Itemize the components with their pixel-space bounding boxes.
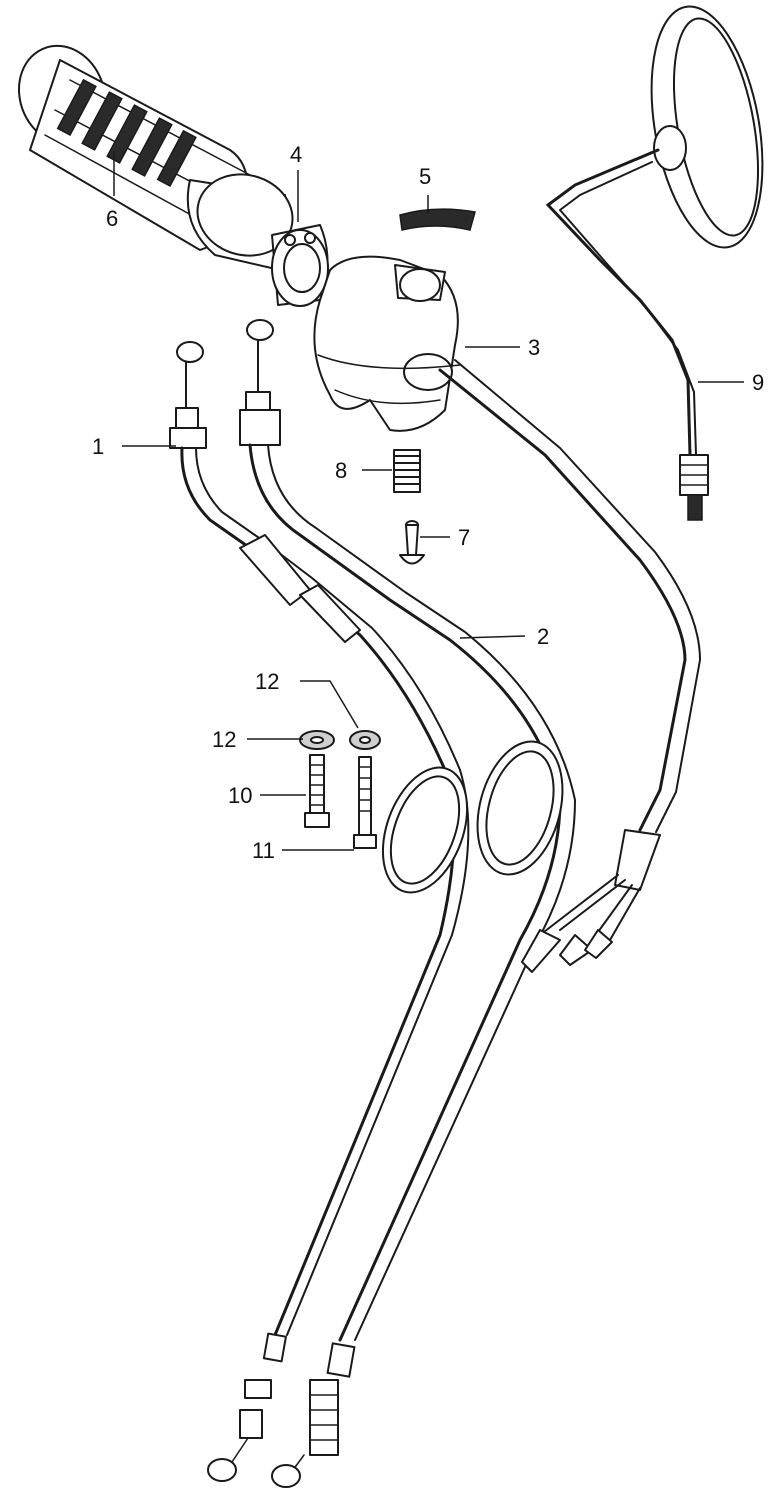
callouts: 1 2 3 4 5 6 7 8 9 10 11 12 12 <box>92 142 764 863</box>
part-screw-10 <box>304 754 330 828</box>
part-throttle-cable-2 <box>239 319 576 1488</box>
callout-3: 3 <box>528 335 540 360</box>
part-clamp-ring <box>271 224 329 307</box>
part-switch-harness <box>438 359 701 973</box>
callout-6: 6 <box>106 206 118 231</box>
part-adjuster-screw <box>399 520 425 565</box>
part-mirror <box>545 5 764 521</box>
leader-lines <box>113 150 744 851</box>
callout-1: 1 <box>92 434 104 459</box>
part-spring <box>393 449 421 493</box>
part-throttle-cable-1 <box>169 341 470 1482</box>
callout-8: 8 <box>335 458 347 483</box>
part-grip <box>17 44 294 271</box>
callout-9: 9 <box>752 370 764 395</box>
part-washer-b <box>349 730 381 750</box>
callout-4: 4 <box>290 142 302 167</box>
part-washer-a <box>299 730 335 750</box>
callout-10: 10 <box>228 783 252 808</box>
callout-5: 5 <box>419 164 431 189</box>
callout-2: 2 <box>537 624 549 649</box>
callout-12-washer-a: 12 <box>212 727 236 752</box>
part-lever-cap <box>399 208 476 231</box>
callout-12-washer-b: 12 <box>255 669 279 694</box>
grip-knurl-pattern <box>56 78 197 188</box>
callout-11: 11 <box>252 838 275 863</box>
callout-7: 7 <box>458 525 470 550</box>
part-throttle-housing <box>313 255 461 432</box>
part-screw-11 <box>353 756 377 849</box>
